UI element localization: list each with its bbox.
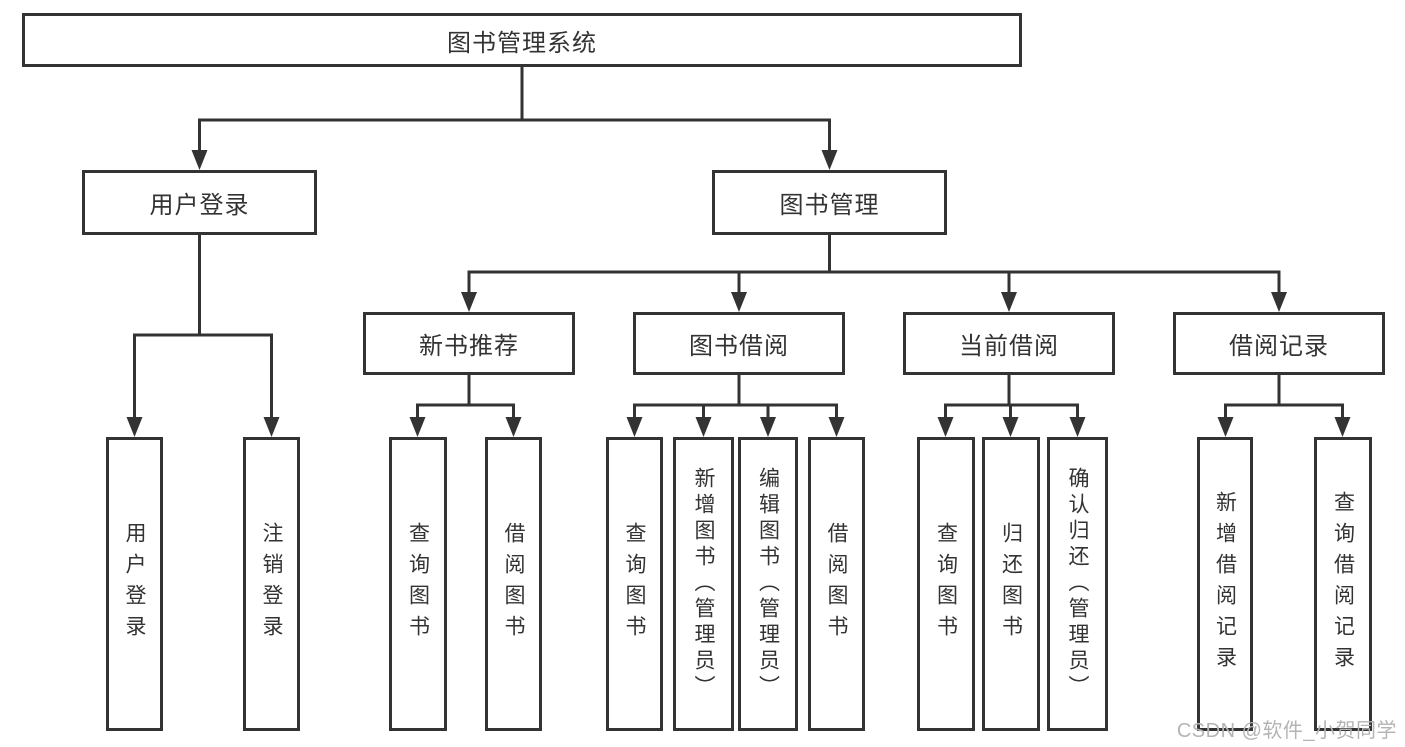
leaf-newbook-borrow-label: 借阅图书 [502,522,525,646]
connector-book-borrow-to-leaves [626,375,845,437]
node-book-management: 图书管理 [712,170,947,235]
connector-borrow-records-to-leaves [1217,375,1351,437]
connector-root-to-level2 [191,67,838,170]
leaf-current-confirm-admin-label: 确认归还（管理员） [1066,467,1089,701]
leaf-current-return-label: 归还图书 [999,522,1023,646]
node-user-login: 用户登录 [82,170,317,235]
leaf-records-query-label: 查询借阅记录 [1331,491,1355,677]
node-book-borrow: 图书借阅 [633,312,845,375]
node-new-book-recommend: 新书推荐 [363,312,575,375]
leaf-current-return: 归还图书 [982,437,1040,731]
csdn-watermark: CSDN @软件_小贺同学 [1176,720,1397,742]
node-borrow-records-label: 借阅记录 [1229,333,1329,360]
leaf-borrow-edit-admin: 编辑图书（管理员） [738,437,798,731]
node-user-login-label: 用户登录 [149,192,250,219]
leaf-newbook-borrow: 借阅图书 [485,437,542,731]
leaf-borrow-borrow-label: 借阅图书 [825,522,848,646]
leaf-borrow-query-label: 查询图书 [623,522,646,646]
leaf-current-query-label: 查询图书 [934,522,958,646]
connector-user-login-to-leaves [126,235,280,437]
leaf-newbook-query: 查询图书 [389,437,447,731]
leaf-borrow-add-admin-label: 新增图书（管理员） [692,467,715,701]
leaf-logout: 注销登录 [243,437,300,731]
node-current-borrow: 当前借阅 [903,312,1115,375]
leaf-records-add-label: 新增借阅记录 [1213,491,1237,677]
connector-current-borrow-to-leaves [937,375,1086,437]
leaf-newbook-query-label: 查询图书 [406,522,430,646]
leaf-records-query: 查询借阅记录 [1314,437,1372,731]
leaf-borrow-borrow: 借阅图书 [808,437,865,731]
leaf-current-query: 查询图书 [917,437,975,731]
leaf-records-add: 新增借阅记录 [1197,437,1253,731]
leaf-current-confirm-admin: 确认归还（管理员） [1047,437,1108,731]
leaf-borrow-edit-admin-label: 编辑图书（管理员） [756,467,780,701]
connector-book-management-to-level3 [461,235,1287,312]
leaf-logout-label: 注销登录 [260,522,283,646]
node-current-borrow-label: 当前借阅 [959,333,1059,360]
node-borrow-records: 借阅记录 [1173,312,1385,375]
node-book-management-label: 图书管理 [779,192,880,219]
leaf-borrow-add-admin: 新增图书（管理员） [673,437,734,731]
leaf-user-login-label: 用户登录 [123,522,146,646]
connector-new-book-to-leaves [409,375,522,437]
node-new-book-recommend-label: 新书推荐 [419,333,519,360]
node-root-label: 图书管理系统 [447,29,597,57]
leaf-user-login: 用户登录 [106,437,163,731]
node-book-borrow-label: 图书借阅 [689,333,789,360]
node-root: 图书管理系统 [22,13,1022,67]
leaf-borrow-query: 查询图书 [606,437,663,731]
